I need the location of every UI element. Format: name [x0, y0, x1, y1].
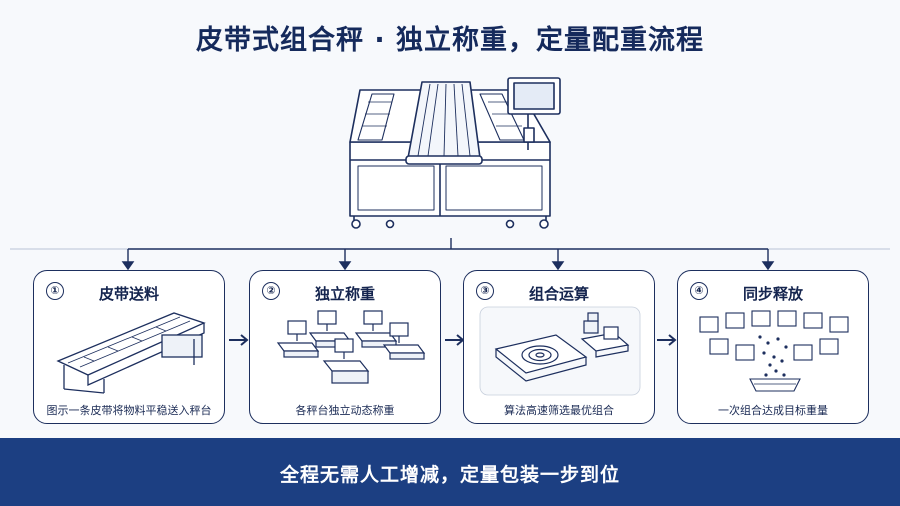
- step-caption: 图示一条皮带将物料平稳送入秤台: [34, 402, 224, 418]
- step-card-combination-computation: ③ 组合运算 算法高速筛选最优组合: [463, 270, 655, 424]
- step-card-independent-weighing: ② 独立称重 各秤台独立动态称重: [249, 270, 441, 424]
- step-card-belt-feeding: ① 皮带送料 图示一条皮带将物料平稳送入秤台: [33, 270, 225, 424]
- arrow-right-icon: [656, 333, 678, 347]
- step-caption: 算法高速筛选最优组合: [464, 402, 654, 418]
- step-title: 组合运算: [464, 283, 654, 304]
- arrow-right-icon: [228, 333, 250, 347]
- footer-banner: 全程无需人工增减，定量包装一步到位: [0, 438, 900, 506]
- belt-combination-scale-machine-icon: [330, 72, 570, 232]
- step-card-synchronized-release: ④ 同步释放 一次组合达成目标重量: [677, 270, 869, 424]
- step-caption: 各秤台独立动态称重: [250, 402, 440, 418]
- page-title: 皮带式组合秤 · 独立称重，定量配重流程: [0, 18, 900, 57]
- step-title: 独立称重: [250, 283, 440, 304]
- footer-text: 全程无需人工增减，定量包装一步到位: [0, 460, 900, 487]
- conveyor-belt-icon: [44, 305, 216, 397]
- weighing-scales-icon: [260, 305, 432, 397]
- step-title: 皮带送料: [34, 283, 224, 304]
- step-caption: 一次组合达成目标重量: [678, 402, 868, 418]
- combination-computation-icon: [474, 305, 646, 397]
- step-title: 同步释放: [678, 283, 868, 304]
- synchronized-release-icon: [688, 305, 860, 397]
